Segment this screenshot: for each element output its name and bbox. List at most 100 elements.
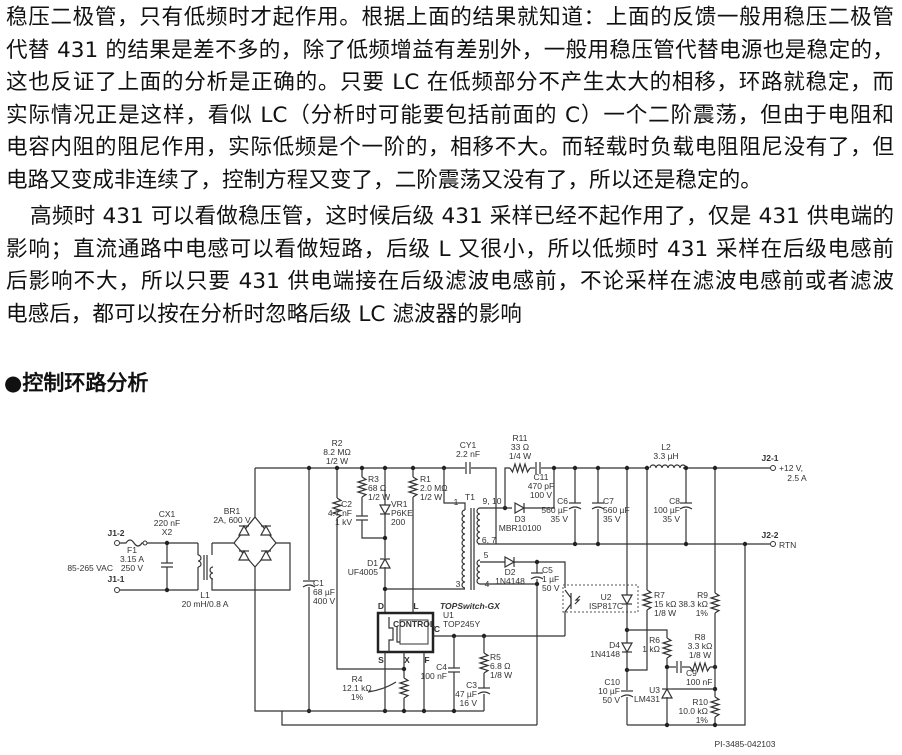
connector-label-j2-2: J2-2 bbox=[761, 530, 778, 540]
c10-label: 10 µF bbox=[598, 686, 620, 696]
text-line: 代替 431 的结果是差不多的，除了低频增益有差别外，一般用稳压管代替电源也是稳… bbox=[6, 37, 894, 63]
r4-label: 1% bbox=[351, 692, 364, 702]
wire bbox=[471, 467, 497, 544]
c11-label: 470 pF bbox=[528, 481, 554, 491]
section-heading: ●控制环路分析 bbox=[4, 371, 149, 395]
c1-capacitor-symbol bbox=[302, 584, 316, 588]
d3-diode-symbol bbox=[514, 501, 526, 515]
d3-label: D3 bbox=[515, 514, 526, 524]
wire bbox=[254, 567, 282, 712]
junction-dot bbox=[624, 465, 630, 471]
junction-dot bbox=[572, 465, 578, 471]
text-line: 稳压二极管，只有低频时才起作用。根据上面的结果就知道：上面的反馈一般用稳压二极管 bbox=[6, 5, 894, 30]
connector-label-j1-1: J1-1 bbox=[107, 574, 124, 584]
cx1-label: 220 nF bbox=[154, 518, 180, 528]
wire bbox=[627, 629, 668, 638]
c7-label: 35 V bbox=[603, 514, 621, 524]
l1-label: 20 mH/0.8 A bbox=[182, 599, 229, 609]
junction-dot bbox=[595, 541, 601, 547]
cy1-label: 2.2 nF bbox=[456, 449, 480, 459]
wire bbox=[627, 610, 648, 671]
r8-label: R8 bbox=[695, 632, 706, 642]
u3-diode-symbol bbox=[660, 687, 674, 699]
j1-2-terminal bbox=[114, 540, 120, 546]
wire bbox=[524, 468, 555, 509]
junction-dot bbox=[595, 465, 601, 471]
c5-label: 50 V bbox=[542, 583, 560, 593]
junction-dot bbox=[664, 722, 670, 728]
r11-label: R11 bbox=[513, 433, 528, 443]
br1-a-diode-symbol bbox=[237, 524, 251, 536]
junction-dot bbox=[382, 465, 388, 471]
r2-label: 1/2 W bbox=[326, 456, 348, 466]
chip-family-label: TOPSwitch-GX bbox=[440, 601, 501, 611]
c8-capacitor-symbol bbox=[679, 506, 693, 510]
c11-label: 100 V bbox=[530, 490, 553, 500]
r9-label: 38.3 kΩ bbox=[678, 599, 708, 609]
j2-2-terminal bbox=[770, 541, 776, 547]
junction-dot bbox=[164, 540, 170, 546]
vr1-label: P6KE bbox=[391, 508, 413, 518]
control-block bbox=[399, 619, 429, 645]
r10-label: R10 bbox=[692, 697, 708, 707]
r10-label: 10.0 kΩ bbox=[678, 706, 708, 716]
u2-led-diode-symbol bbox=[620, 594, 634, 606]
text-line: 电路又变成非连续了，控制方程又变了，二阶震荡又没有了，所以还是稳定的。 bbox=[6, 167, 762, 193]
r1-label: R1 bbox=[420, 474, 431, 484]
c11-label: C11 bbox=[534, 472, 549, 482]
wire bbox=[514, 561, 566, 588]
wire bbox=[211, 542, 291, 591]
pin-x-label: X bbox=[404, 655, 410, 665]
c6-label: 560 µF bbox=[541, 505, 568, 515]
c3-label: 47 µF bbox=[455, 689, 477, 699]
c1-label: 400 V bbox=[313, 596, 336, 606]
u2-label: U2 bbox=[601, 592, 612, 602]
d4-label: 1N4148 bbox=[590, 649, 620, 659]
c6-label: C6 bbox=[557, 496, 568, 506]
br1-b-diode-symbol bbox=[259, 524, 273, 536]
r7-resistor-symbol bbox=[640, 589, 654, 611]
d4-label: D4 bbox=[609, 640, 620, 650]
br1-label: 2A, 600 V bbox=[213, 515, 251, 525]
light-arrow-icon bbox=[574, 595, 581, 605]
c8-label: 35 V bbox=[663, 514, 681, 524]
drawing-id: PI-3485-042103 bbox=[715, 739, 776, 749]
cx1-label: CX1 bbox=[159, 509, 176, 519]
t1-primary-winding bbox=[461, 509, 466, 589]
control-block-label: CONTROL bbox=[393, 619, 435, 629]
c5-label: 1 µF bbox=[542, 574, 559, 584]
d4-diode-symbol bbox=[620, 642, 634, 654]
c7-label: C7 bbox=[603, 496, 614, 506]
vr1-label: 200 bbox=[391, 517, 405, 527]
junction-dot bbox=[683, 465, 689, 471]
junction-dot bbox=[664, 664, 670, 670]
r1-resistor-symbol bbox=[406, 476, 420, 498]
connector-label-out-a: 2.5 A bbox=[787, 473, 807, 483]
r11-resistor-symbol bbox=[509, 461, 531, 475]
pin-l-label: L bbox=[413, 601, 418, 611]
paragraph-2: 高频时 431 可以看做稳压管，这时候后级 431 采样已经不起作用了，仅是 4… bbox=[6, 201, 894, 331]
fuse-terminal bbox=[142, 540, 148, 546]
c2-label: 1 kV bbox=[335, 517, 352, 527]
c3-label: 16 V bbox=[460, 698, 478, 708]
junction-dot bbox=[551, 465, 557, 471]
junction-dot bbox=[382, 586, 388, 592]
junction-dot bbox=[534, 559, 540, 565]
r4-adjust-arrow bbox=[367, 681, 397, 693]
u1-label: TOP245Y bbox=[443, 619, 481, 629]
c5-capacitor-symbol bbox=[530, 576, 544, 580]
wire bbox=[443, 468, 466, 510]
text-line: 这也反证了上面的分析是正确的。只要 LC 在低频部分不产生太大的相移，环路就稳定… bbox=[6, 70, 894, 95]
winding-pin-label: 4 bbox=[485, 579, 490, 589]
r6-resistor-symbol bbox=[660, 637, 674, 659]
wire bbox=[336, 518, 404, 670]
c6-label: 35 V bbox=[551, 514, 569, 524]
cx1-label: X2 bbox=[162, 527, 173, 537]
c5-label: C5 bbox=[542, 565, 553, 575]
r3-label: R3 bbox=[368, 474, 379, 484]
t1-label: T1 bbox=[465, 492, 475, 502]
br1-c-diode-symbol bbox=[237, 549, 251, 561]
r1-label: 2.0 MΩ bbox=[420, 483, 448, 493]
junction-dot bbox=[306, 465, 312, 471]
